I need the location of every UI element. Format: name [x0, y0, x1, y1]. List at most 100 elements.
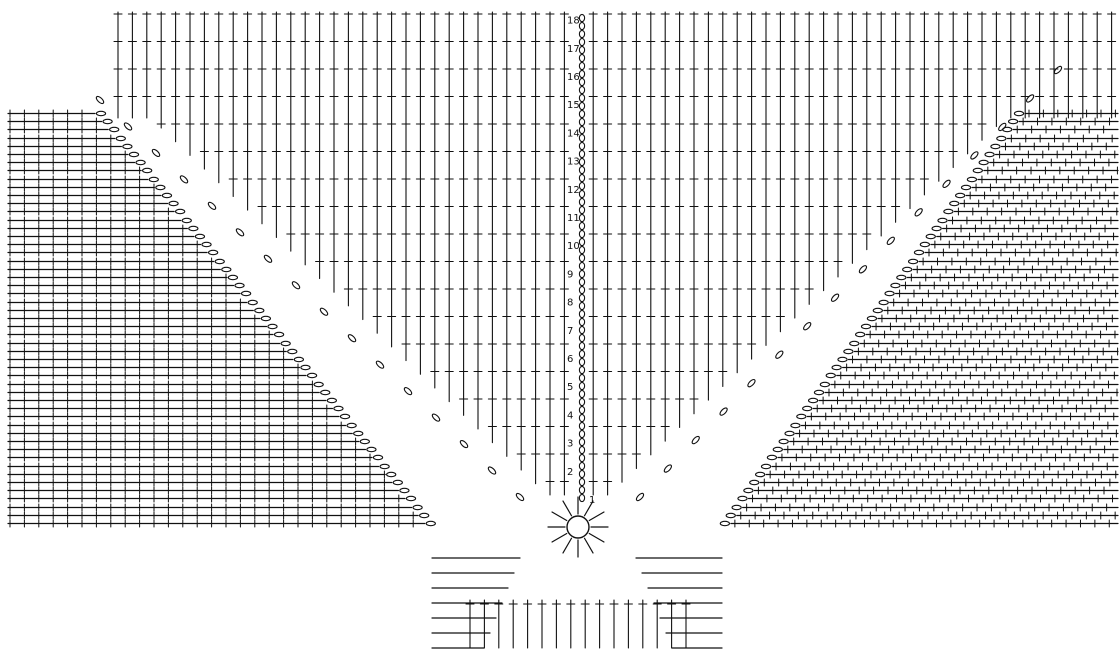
row-end-chain	[932, 226, 941, 230]
slip-stitch	[579, 470, 584, 477]
row-end-chain	[96, 111, 105, 115]
horizontal-rows	[8, 110, 1118, 648]
row-end-chain	[720, 521, 729, 525]
row-end-chain	[938, 218, 947, 222]
diagonal-chain	[747, 378, 757, 388]
row-end-chain	[1014, 111, 1023, 115]
slip-stitch	[579, 270, 584, 277]
row-end-chain	[393, 480, 402, 484]
round-label: 6	[567, 354, 573, 365]
row-end-chain	[340, 414, 349, 418]
row-end-chain	[873, 308, 882, 312]
row-end-chain	[195, 234, 204, 238]
row-end-chain	[850, 341, 859, 345]
slip-stitch	[579, 366, 584, 373]
slip-stitch	[579, 102, 584, 109]
row-end-chain	[785, 431, 794, 435]
slip-stitch	[579, 278, 584, 285]
row-end-chain	[327, 398, 336, 402]
row-end-chain	[255, 308, 264, 312]
slip-stitch	[579, 462, 584, 469]
row-end-chain	[991, 144, 1000, 148]
round-label: 16	[567, 72, 580, 83]
row-end-chain	[400, 488, 409, 492]
row-end-chain	[169, 201, 178, 205]
row-end-chain	[129, 152, 138, 156]
row-end-chain	[288, 349, 297, 353]
slip-stitch	[579, 342, 584, 349]
row-end-chain	[985, 152, 994, 156]
diagonal-chain	[691, 435, 701, 445]
row-end-chain	[261, 316, 270, 320]
row-end-chain	[314, 382, 323, 386]
ring-stitch	[552, 512, 567, 521]
row-end-chain	[176, 209, 185, 213]
slip-stitch	[579, 302, 584, 309]
row-end-chain	[791, 423, 800, 427]
row-end-chain	[950, 201, 959, 205]
round-label: 15	[567, 100, 580, 111]
diagonal-chain	[403, 386, 413, 396]
slip-stitch	[579, 62, 584, 69]
slip-stitch	[579, 214, 584, 221]
round-label: 10	[567, 241, 580, 252]
center-slip-stitch-column	[579, 14, 584, 501]
slip-stitch	[579, 126, 584, 133]
slip-stitch	[579, 406, 584, 413]
row-end-chain	[967, 177, 976, 181]
row-end-chain	[867, 316, 876, 320]
row-end-chain	[909, 259, 918, 263]
diagonal-chain	[970, 151, 980, 161]
slip-stitch	[579, 198, 584, 205]
row-end-chain	[844, 349, 853, 353]
row-end-chain	[182, 218, 191, 222]
slip-stitch	[579, 150, 584, 157]
slip-stitch	[579, 318, 584, 325]
row-end-chain	[189, 226, 198, 230]
diagonal-chain	[1025, 94, 1035, 104]
row-end-chain	[820, 382, 829, 386]
diagonal-chain	[431, 413, 441, 423]
slip-stitch	[579, 142, 584, 149]
diagonal-chain	[914, 208, 924, 218]
round-label: 9	[567, 269, 573, 280]
row-end-chain	[920, 242, 929, 246]
slip-stitch	[579, 422, 584, 429]
slip-stitch	[579, 70, 584, 77]
row-end-chain	[879, 300, 888, 304]
row-end-chain	[897, 275, 906, 279]
row-end-chain	[228, 275, 237, 279]
diagonal-chain	[319, 307, 329, 317]
round-label: 14	[567, 128, 580, 139]
row-end-chain	[387, 472, 396, 476]
diagonal-chain	[858, 264, 868, 274]
row-end-chain	[926, 234, 935, 238]
slip-stitch	[579, 254, 584, 261]
row-end-chain	[903, 267, 912, 271]
row-end-chain	[756, 472, 765, 476]
row-end-chain	[956, 193, 965, 197]
round-label: 3	[567, 439, 573, 450]
row-end-chain	[281, 341, 290, 345]
slip-stitch	[579, 206, 584, 213]
diagonal-chain	[291, 281, 301, 291]
slip-stitch	[579, 78, 584, 85]
diagonal-chain	[179, 175, 189, 185]
slip-stitch	[579, 38, 584, 45]
magic-ring-circle	[567, 516, 589, 538]
magic-ring	[548, 497, 608, 557]
row-end-chain	[360, 439, 369, 443]
row-end-chain	[136, 160, 145, 164]
row-end-chain	[944, 209, 953, 213]
round-label: 17	[567, 44, 580, 55]
row-end-chain	[803, 406, 812, 410]
row-end-chain	[413, 505, 422, 509]
row-end-chain	[997, 136, 1006, 140]
diagonal-chain	[375, 360, 385, 370]
round-label: 7	[567, 326, 573, 337]
slip-stitch	[579, 350, 584, 357]
slip-stitch	[579, 86, 584, 93]
slip-stitch	[579, 286, 584, 293]
slip-stitch	[579, 182, 584, 189]
ring-stitch	[563, 501, 572, 516]
